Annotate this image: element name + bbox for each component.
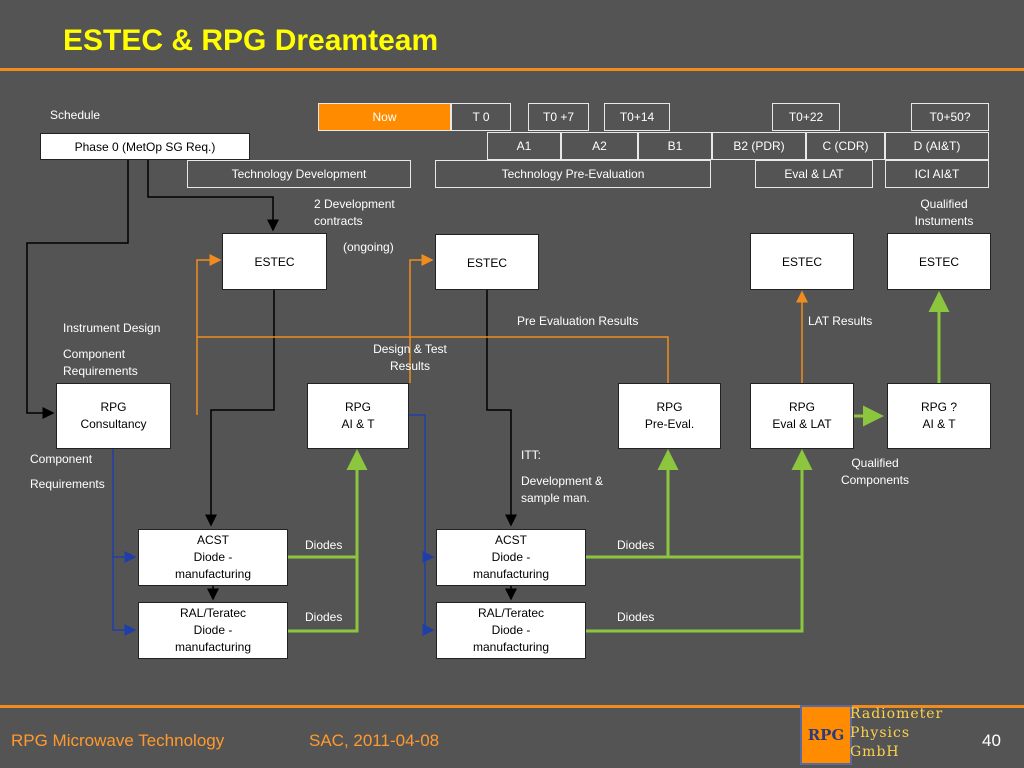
- estec-box-2: ESTEC: [435, 234, 539, 290]
- logo-text-line2: Physics: [850, 725, 911, 741]
- logo-text-line1: Radiometer: [850, 706, 944, 722]
- ral-diode-box-1: RAL/Teratec Diode - manufacturing: [138, 602, 288, 659]
- rpg-future-ait-line1: RPG ?: [920, 400, 957, 414]
- ral-2-line1: RAL/Teratec: [477, 606, 545, 620]
- rpg-pre-eval-box: RPG Pre-Eval.: [618, 383, 721, 449]
- diodes-label-3: Diodes: [617, 538, 655, 552]
- activity-tech-dev: Technology Development: [187, 160, 411, 188]
- rpg-logo-icon: RPG: [800, 705, 852, 765]
- qualified-components-label-2: Components: [840, 473, 910, 487]
- diodes-label-1: Diodes: [305, 538, 343, 552]
- dev-sample-label-2: sample man.: [521, 491, 590, 505]
- activity-ici-ait: ICI AI&T: [885, 160, 989, 188]
- ongoing-label: (ongoing): [343, 240, 394, 254]
- estec-box-3: ESTEC: [750, 233, 854, 290]
- diodes-label-2: Diodes: [305, 610, 343, 624]
- ral-diode-box-2: RAL/Teratec Diode - manufacturing: [436, 602, 586, 659]
- review-a2: A2: [561, 132, 638, 160]
- rpg-ait-box: RPG AI & T: [307, 383, 409, 449]
- title-divider: [0, 68, 1024, 71]
- dev-sample-label-1: Development &: [521, 474, 604, 488]
- dev-contracts-label-1: 2 Development: [314, 197, 395, 211]
- footer-company: RPG Microwave Technology: [11, 731, 225, 750]
- rpg-future-ait-line2: AI & T: [922, 417, 956, 431]
- milestone-t0-50: T0+50?: [911, 103, 989, 131]
- milestone-now: Now: [318, 103, 451, 131]
- qualified-instruments-label-1: Qualified: [920, 197, 968, 211]
- logo-text-line3: GmbH: [850, 744, 900, 760]
- slide-title: ESTEC & RPG Dreamteam: [63, 24, 439, 57]
- ral-2-line2: Diode -: [491, 623, 531, 637]
- ral-1-line1: RAL/Teratec: [179, 606, 247, 620]
- acst-1-line1: ACST: [196, 533, 229, 547]
- diodes-label-4: Diodes: [617, 610, 655, 624]
- design-test-label-2: Results: [389, 359, 430, 373]
- logo-mark: RPG: [807, 726, 845, 744]
- estec-box-4: ESTEC: [887, 233, 991, 290]
- rpg-future-ait-box: RPG ? AI & T: [887, 383, 991, 449]
- acst-2-line3: manufacturing: [472, 567, 550, 581]
- component-req-label-1a: Component: [63, 347, 126, 361]
- page-number: 40: [982, 731, 1001, 750]
- component-req-label-2b: Requirements: [30, 477, 105, 491]
- milestone-t0-14: T0+14: [604, 103, 670, 131]
- rpg-eval-lat-line2: Eval & LAT: [772, 417, 832, 431]
- review-a1: A1: [487, 132, 561, 160]
- milestone-t0-22: T0+22: [772, 103, 840, 131]
- acst-2-line1: ACST: [494, 533, 527, 547]
- rpg-eval-lat-line1: RPG: [788, 400, 815, 414]
- itt-label: ITT:: [521, 448, 541, 462]
- qualified-instruments-label-2: Instuments: [914, 214, 974, 228]
- activity-tech-pre-eval: Technology Pre-Evaluation: [435, 160, 711, 188]
- lat-results-label: LAT Results: [808, 314, 873, 328]
- review-b2-pdr: B2 (PDR): [712, 132, 806, 160]
- rpg-pre-eval-line1: RPG: [656, 400, 683, 414]
- review-b1: B1: [638, 132, 712, 160]
- pre-eval-results-label: Pre Evaluation Results: [517, 314, 639, 328]
- dev-contracts-label-2: contracts: [314, 214, 363, 228]
- rpg-consultancy-line2: Consultancy: [80, 417, 147, 431]
- footer-date: SAC, 2011-04-08: [309, 731, 440, 750]
- estec-box-1: ESTEC: [222, 233, 327, 290]
- acst-1-line2: Diode -: [193, 550, 233, 564]
- acst-diode-box-2: ACST Diode - manufacturing: [436, 529, 586, 586]
- phase-0-box: Phase 0 (MetOp SG Req.): [40, 133, 250, 160]
- footer-divider: [0, 705, 1024, 708]
- schedule-label: Schedule: [50, 108, 101, 122]
- qualified-components-label-1: Qualified: [851, 456, 899, 470]
- ral-1-line2: Diode -: [193, 623, 233, 637]
- rpg-consultancy-box: RPG Consultancy: [56, 383, 171, 449]
- rpg-ait-line1: RPG: [344, 400, 371, 414]
- rpg-eval-lat-box: RPG Eval & LAT: [750, 383, 854, 449]
- activity-eval-lat: Eval & LAT: [755, 160, 873, 188]
- rpg-consultancy-line1: RPG: [100, 400, 127, 414]
- component-req-label-2a: Component: [30, 452, 93, 466]
- ral-2-line3: manufacturing: [472, 640, 550, 654]
- review-c-cdr: C (CDR): [806, 132, 885, 160]
- acst-2-line2: Diode -: [491, 550, 531, 564]
- acst-1-line3: manufacturing: [174, 567, 252, 581]
- design-test-label-1: Design & Test: [373, 342, 447, 356]
- instrument-design-label: Instrument Design: [63, 321, 161, 335]
- component-req-label-1b: Requirements: [63, 364, 138, 378]
- rpg-ait-line2: AI & T: [341, 417, 375, 431]
- milestone-t0-7: T0 +7: [528, 103, 589, 131]
- review-d-ait: D (AI&T): [885, 132, 989, 160]
- acst-diode-box-1: ACST Diode - manufacturing: [138, 529, 288, 586]
- rpg-pre-eval-line2: Pre-Eval.: [644, 417, 695, 431]
- ral-1-line3: manufacturing: [174, 640, 252, 654]
- milestone-t0: T 0: [451, 103, 511, 131]
